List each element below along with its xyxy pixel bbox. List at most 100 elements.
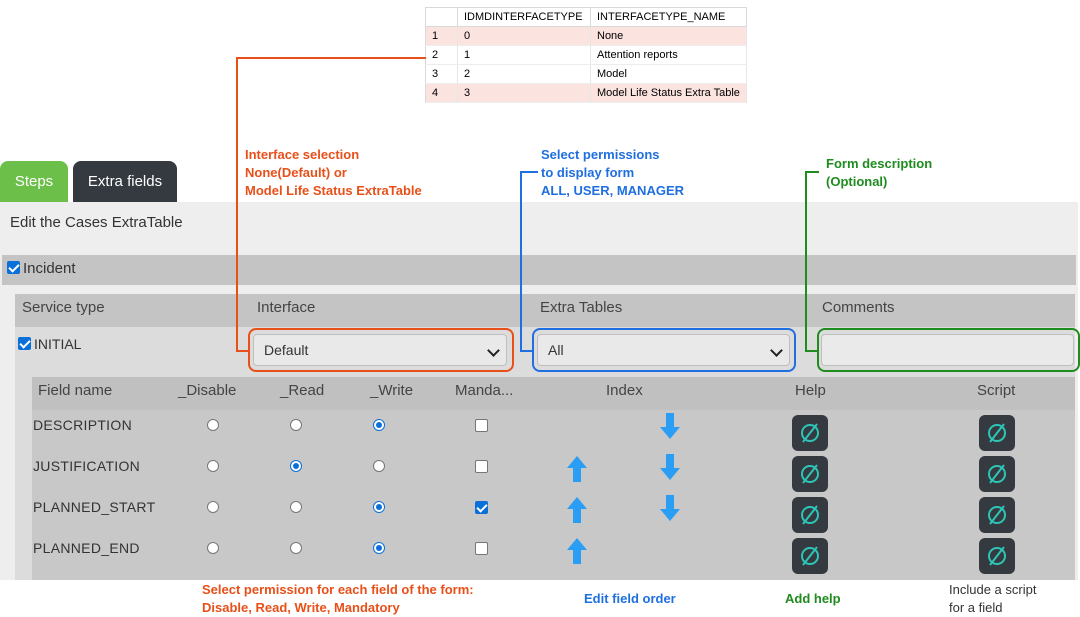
extra-tables-highlight — [532, 328, 796, 372]
annotation-field-permission: Select permission for each field of the … — [202, 582, 474, 615]
tab-steps[interactable]: Steps — [0, 161, 68, 202]
script-button[interactable] — [979, 538, 1015, 574]
header-disable: _Disable — [178, 382, 237, 399]
annotation-add-help: Add help — [785, 591, 841, 606]
connector-line — [236, 57, 238, 351]
header-index: Index — [606, 382, 643, 399]
comments-highlight — [817, 328, 1080, 372]
initial-checkbox[interactable] — [18, 337, 31, 350]
connector-line — [236, 57, 426, 59]
row-number: 2 — [425, 45, 458, 65]
extra-tables-select-value: All — [548, 342, 564, 358]
table-row: 4 3 Model Life Status Extra Table — [425, 83, 747, 103]
cell-id: 0 — [457, 26, 591, 46]
mandatory-checkbox[interactable] — [475, 501, 488, 514]
help-button[interactable] — [792, 497, 828, 533]
help-button[interactable] — [792, 538, 828, 574]
header-mandatory: Manda... — [455, 382, 514, 399]
cell-name: None — [590, 26, 747, 46]
fields-panel — [32, 377, 1075, 580]
cell-name: Model — [590, 64, 747, 84]
fields-header — [32, 377, 1075, 410]
tab-extra-fields[interactable]: Extra fields — [73, 161, 177, 202]
header-service-type: Service type — [22, 299, 105, 316]
disable-radio[interactable] — [207, 542, 219, 554]
empty-set-icon — [801, 546, 819, 566]
cell-name: Model Life Status Extra Table — [590, 83, 747, 103]
header-comments: Comments — [822, 299, 895, 316]
arrow-up-icon[interactable] — [567, 456, 587, 482]
read-radio[interactable] — [290, 460, 302, 472]
header-interface: Interface — [257, 299, 316, 316]
mandatory-checkbox[interactable] — [475, 419, 488, 432]
cell-name: Attention reports — [590, 45, 747, 65]
incident-section-header — [2, 255, 1076, 285]
write-radio[interactable] — [373, 501, 385, 513]
disable-radio[interactable] — [207, 501, 219, 513]
write-radio[interactable] — [373, 419, 385, 431]
header-field-name: Field name — [38, 382, 113, 399]
connector-line — [805, 171, 819, 173]
table-row: 3 2 Model — [425, 64, 747, 84]
interface-highlight — [248, 328, 514, 372]
empty-set-icon — [801, 423, 819, 443]
script-button[interactable] — [979, 497, 1015, 533]
field-name: DESCRIPTION — [33, 417, 132, 433]
write-radio[interactable] — [373, 460, 385, 472]
mandatory-checkbox[interactable] — [475, 460, 488, 473]
header-write: _Write — [370, 382, 414, 399]
read-radio[interactable] — [290, 501, 302, 513]
field-name: JUSTIFICATION — [33, 458, 141, 474]
header-script: Script — [977, 382, 1016, 399]
help-button[interactable] — [792, 415, 828, 451]
header-read: _Read — [280, 382, 325, 399]
connector-line — [520, 171, 538, 173]
disable-radio[interactable] — [207, 419, 219, 431]
connector-line — [805, 171, 807, 351]
cell-id: 1 — [457, 45, 591, 65]
mandatory-checkbox[interactable] — [475, 542, 488, 555]
empty-set-icon — [988, 505, 1006, 525]
row-number: 4 — [425, 83, 458, 103]
interface-select[interactable]: Default — [253, 334, 507, 366]
service-type-header — [15, 294, 1075, 327]
interface-select-value: Default — [264, 342, 309, 358]
arrow-down-icon[interactable] — [660, 454, 680, 480]
table-row: 2 1 Attention reports — [425, 45, 747, 65]
comments-input[interactable] — [821, 334, 1074, 366]
help-button[interactable] — [792, 456, 828, 492]
annotation-field-order: Edit field order — [584, 591, 676, 606]
field-name: PLANNED_END — [33, 540, 140, 556]
empty-set-icon — [801, 505, 819, 525]
read-radio[interactable] — [290, 542, 302, 554]
write-radio[interactable] — [373, 542, 385, 554]
script-button[interactable] — [979, 456, 1015, 492]
row-number-header — [425, 7, 458, 27]
arrow-up-icon[interactable] — [567, 497, 587, 523]
arrow-up-icon[interactable] — [567, 538, 587, 564]
incident-checkbox[interactable] — [7, 261, 20, 274]
extra-tables-select[interactable]: All — [537, 334, 790, 366]
annotation-permissions: Select permissions to display form ALL, … — [541, 147, 684, 198]
connector-line — [236, 350, 250, 352]
annotation-script: Include a script for a field — [949, 582, 1037, 615]
cell-id: 2 — [457, 64, 591, 84]
service-type-initial: INITIAL — [34, 336, 82, 352]
empty-set-icon — [988, 423, 1006, 443]
empty-set-icon — [988, 464, 1006, 484]
connector-line — [805, 350, 819, 352]
script-button[interactable] — [979, 415, 1015, 451]
field-name: PLANNED_START — [33, 499, 156, 515]
empty-set-icon — [801, 464, 819, 484]
read-radio[interactable] — [290, 419, 302, 431]
disable-radio[interactable] — [207, 460, 219, 472]
arrow-down-icon[interactable] — [660, 413, 680, 439]
interface-type-table: IDMDINTERFACETYPE INTERFACETYPE_NAME 1 0… — [425, 7, 747, 103]
column-header-id: IDMDINTERFACETYPE — [457, 7, 591, 27]
row-number: 3 — [425, 64, 458, 84]
annotation-interface: Interface selection None(Default) or Mod… — [245, 147, 422, 198]
header-extra-tables: Extra Tables — [540, 299, 623, 316]
incident-label: Incident — [23, 260, 76, 277]
table-row: 1 0 None — [425, 26, 747, 46]
arrow-down-icon[interactable] — [660, 495, 680, 521]
